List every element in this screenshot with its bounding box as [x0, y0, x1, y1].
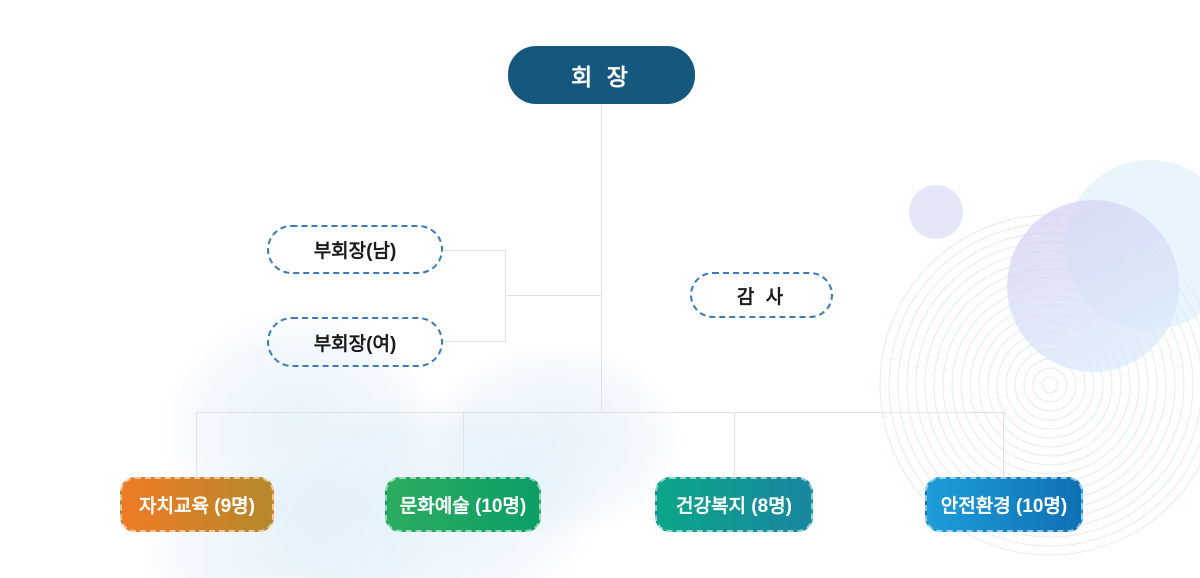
connector-vice-female-horizontal — [443, 341, 505, 342]
vice-chairman-male-node: 부회장(남) — [267, 225, 443, 274]
light-blue-circle-decoration — [1065, 160, 1200, 330]
small-circle-decoration — [909, 185, 963, 239]
vice-chairman-female-node: 부회장(여) — [267, 317, 443, 367]
connector-dept3-drop — [734, 412, 735, 477]
connector-departments-horizontal — [196, 412, 1003, 413]
department-node-culture-arts: 문화예술 (10명) — [385, 477, 541, 532]
chairman-node: 회 장 — [508, 46, 695, 104]
department-node-self-education: 자치교육 (9명) — [120, 477, 274, 532]
connector-dept4-drop — [1003, 412, 1004, 477]
connector-chairman-vertical — [601, 104, 602, 412]
department-node-health-welfare: 건강복지 (8명) — [655, 477, 813, 532]
connector-dept1-drop — [196, 412, 197, 477]
department-node-safety-environment: 안전환경 (10명) — [925, 477, 1083, 532]
connector-vice-vertical — [505, 250, 506, 342]
connector-vice-to-main — [505, 295, 601, 296]
connector-dept2-drop — [463, 412, 464, 477]
lavender-circle-decoration — [1007, 200, 1179, 372]
connector-vice-male-horizontal — [443, 250, 505, 251]
auditor-node: 감 사 — [690, 272, 833, 318]
